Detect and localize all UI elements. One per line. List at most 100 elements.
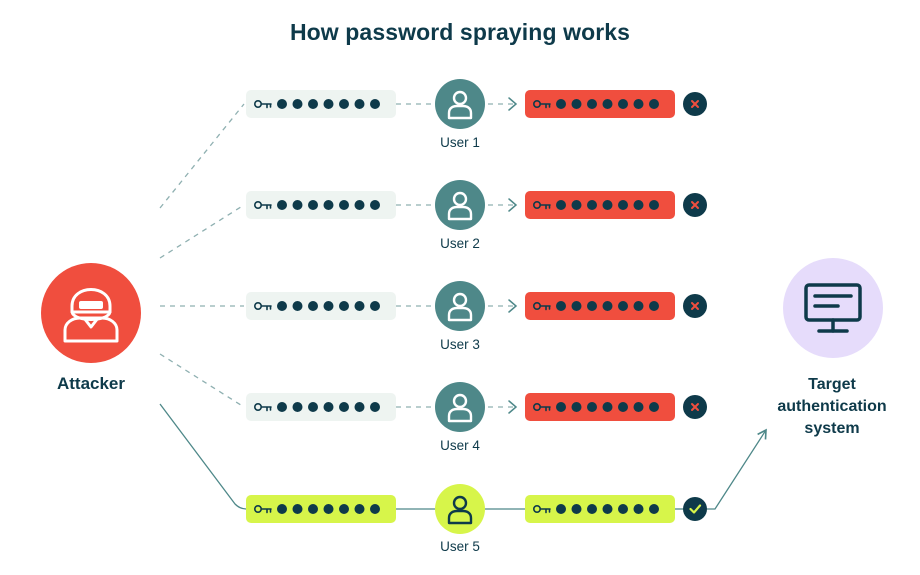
chevron-right-icon	[508, 299, 518, 313]
key-icon	[254, 402, 272, 412]
attempt-row	[246, 382, 707, 432]
password-dot	[308, 504, 318, 514]
password-dot	[323, 402, 334, 412]
password-dot	[556, 504, 566, 514]
password-dot	[354, 99, 365, 109]
password-dot	[618, 99, 628, 109]
user-icon	[447, 292, 473, 322]
password-pill	[246, 495, 396, 523]
connectors-layer	[159, 103, 767, 510]
password-dot	[292, 301, 303, 311]
check-icon	[689, 504, 702, 514]
password-dot	[633, 200, 644, 210]
password-dot	[277, 200, 287, 210]
result-badge	[683, 294, 707, 318]
password-dot	[370, 301, 380, 311]
password-dot	[571, 200, 582, 210]
password-dot	[602, 402, 613, 412]
user-icon	[447, 495, 473, 525]
password-dot	[370, 200, 380, 210]
password-dot	[292, 402, 303, 412]
x-icon	[691, 201, 699, 209]
attempt-row	[246, 180, 707, 230]
password-dot	[587, 200, 597, 210]
user-label: User 5	[440, 539, 480, 554]
password-dot	[556, 301, 566, 311]
password-dot	[587, 402, 597, 412]
target-node	[783, 258, 883, 358]
user-node	[435, 79, 485, 129]
password-pill	[246, 393, 396, 421]
password-pill	[525, 495, 675, 523]
password-dot	[323, 301, 334, 311]
password-pill	[525, 292, 675, 320]
user-icon	[447, 90, 473, 120]
password-dot	[633, 504, 644, 514]
password-dot	[571, 301, 582, 311]
result-badge	[683, 92, 707, 116]
password-dot	[354, 301, 365, 311]
password-pill	[246, 90, 396, 118]
password-dot	[602, 504, 613, 514]
password-dot	[571, 504, 582, 514]
password-dot	[602, 200, 613, 210]
chevron-right-icon	[508, 400, 518, 414]
x-icon	[691, 100, 699, 108]
user-label: User 4	[440, 438, 480, 453]
password-dot	[323, 200, 334, 210]
password-pill	[525, 90, 675, 118]
password-dot	[602, 99, 613, 109]
password-dot	[633, 402, 644, 412]
password-dot	[354, 504, 365, 514]
password-dot	[308, 402, 318, 412]
password-dot	[323, 99, 334, 109]
password-dot	[649, 301, 659, 311]
password-dot	[633, 99, 644, 109]
chevron-right-icon	[508, 198, 518, 212]
password-dot	[323, 504, 334, 514]
password-dot	[277, 402, 287, 412]
dashed-connector	[159, 204, 245, 259]
target-label: Target authentication system	[777, 376, 887, 437]
password-dot	[292, 200, 303, 210]
attempt-row	[246, 484, 707, 534]
x-icon	[691, 302, 699, 310]
password-dot	[339, 301, 349, 311]
success-arrow	[707, 428, 767, 510]
password-dot	[354, 200, 365, 210]
key-icon	[254, 100, 272, 109]
password-pill	[525, 191, 675, 219]
password-dot	[339, 504, 349, 514]
user-label: User 1	[440, 135, 480, 150]
password-dot	[292, 504, 303, 514]
monitor-icon	[804, 283, 862, 333]
password-dot	[556, 402, 566, 412]
password-dot	[649, 504, 659, 514]
password-dot	[649, 200, 659, 210]
password-dot	[277, 99, 287, 109]
password-dot	[618, 504, 628, 514]
user-node	[435, 180, 485, 230]
password-dot	[556, 200, 566, 210]
key-icon	[254, 201, 272, 210]
result-badge	[683, 395, 707, 419]
attacker-label: Attacker	[56, 374, 126, 393]
password-dot	[587, 99, 597, 109]
password-dot	[587, 504, 597, 514]
password-dot	[354, 402, 365, 412]
attempt-row	[246, 79, 707, 129]
password-dot	[571, 402, 582, 412]
password-dot	[308, 301, 318, 311]
password-dot	[571, 99, 582, 109]
key-icon	[532, 301, 551, 311]
password-dot	[618, 402, 628, 412]
password-dot	[618, 301, 628, 311]
password-pill	[246, 292, 396, 320]
user-node	[435, 382, 485, 432]
attempt-row	[246, 281, 707, 331]
password-dot	[370, 99, 380, 109]
chevron-right-icon	[508, 97, 518, 111]
user-node	[435, 281, 485, 331]
key-icon	[532, 100, 551, 109]
